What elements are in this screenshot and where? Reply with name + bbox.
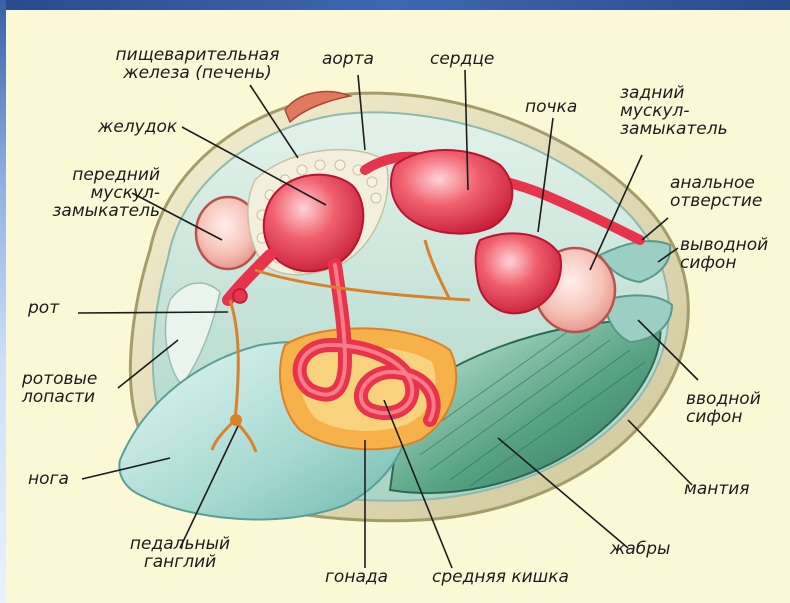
leader-mouth (78, 312, 228, 313)
leader-mantle (628, 420, 692, 485)
label-labial-palps: ротовыелопасти (22, 370, 97, 406)
label-heart: сердце (430, 50, 494, 68)
label-gills: жабры (610, 540, 670, 558)
label-excurrent-siphon: выводнойсифон (680, 236, 768, 272)
label-stomach: желудок (98, 118, 177, 136)
label-kidney: почка (525, 98, 577, 116)
label-mantle: мантия (684, 480, 750, 498)
label-mouth: рот (28, 299, 59, 317)
label-digestive-gland: пищеварительнаяжелеза (печень) (90, 46, 305, 82)
label-anus: анальноеотверстие (670, 174, 762, 210)
label-aorta: аорта (322, 50, 374, 68)
pedal-ganglion-node (230, 414, 242, 426)
label-anterior-adductor: передниймускул-замыкатель (20, 166, 160, 220)
label-foot: нога (28, 470, 69, 488)
label-midgut: средняя кишка (432, 568, 569, 586)
label-gonad: гонада (325, 568, 388, 586)
label-pedal-ganglion: педальныйганглий (110, 535, 250, 571)
mouth-node (233, 289, 247, 303)
label-posterior-adductor: задниймускул-замыкатель (620, 84, 728, 138)
label-incurrent-siphon: вводнойсифон (686, 390, 761, 426)
